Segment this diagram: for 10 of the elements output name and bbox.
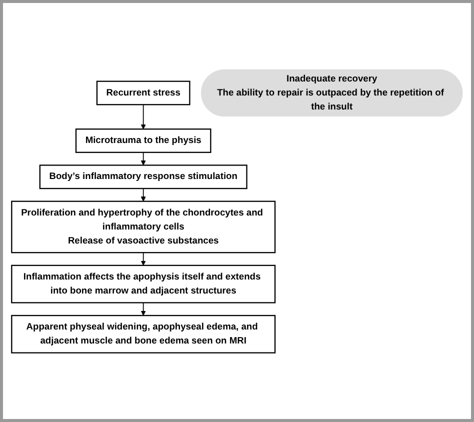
node-box: Proliferation and hypertrophy of the chondrocytes and inflammatory cells Release of vasoactive substances: [11, 200, 276, 253]
node-box: Inflammation affects the apophysis itself and extends into bone marrow and adjacent structures: [11, 264, 276, 304]
node-box: Microtrauma to the physis: [75, 128, 212, 153]
node-box: Apparent physeal widening, apophyseal edema, and adjacent muscle and bone edema seen on MRI: [11, 314, 276, 354]
node-box: Recurrent stress: [96, 80, 190, 105]
arrow: [140, 152, 146, 166]
arrow: [140, 104, 146, 130]
arrow: [140, 252, 146, 266]
node-box: Body’s inflammatory response stimulation: [39, 164, 248, 189]
arrow: [140, 188, 146, 202]
